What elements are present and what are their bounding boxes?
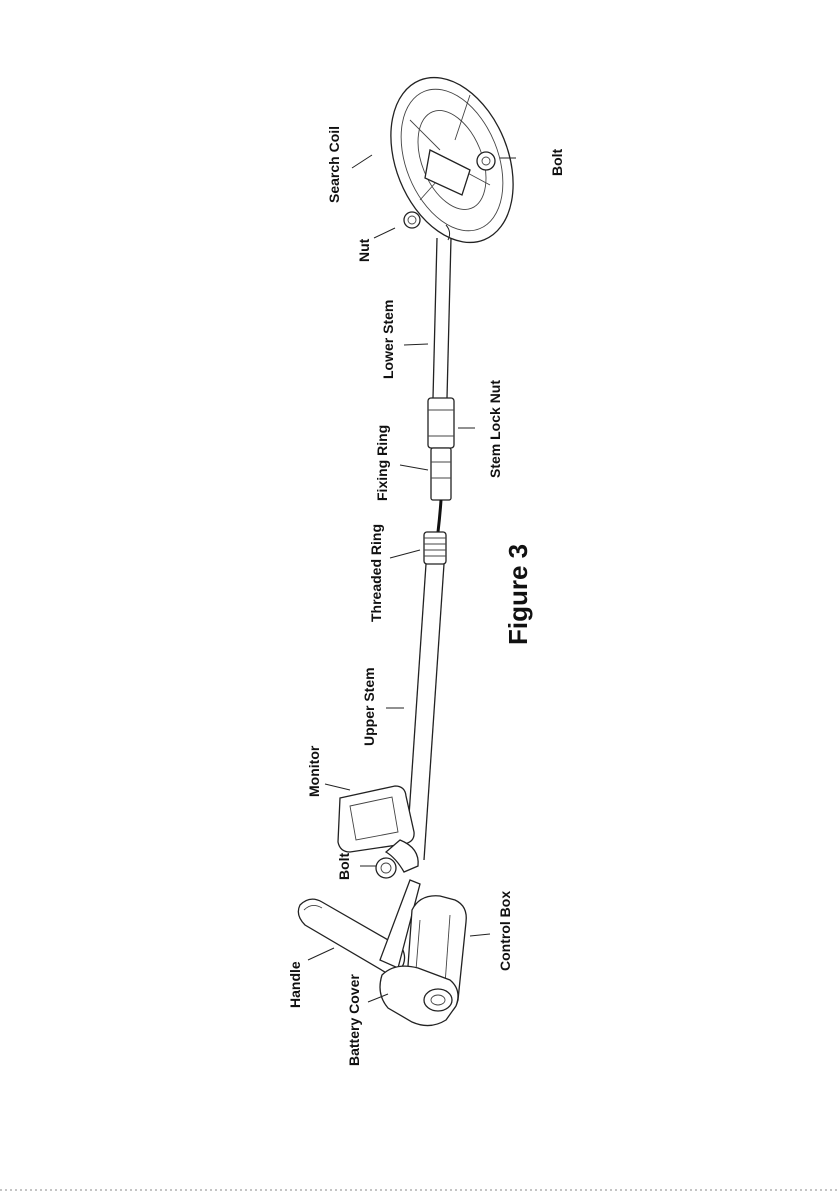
stem-cable: [438, 500, 441, 532]
upper-stem: [406, 564, 444, 860]
lower-stem: [433, 225, 451, 398]
label-threaded-ring: Threaded Ring: [368, 524, 384, 622]
label-search-coil: Search Coil: [326, 126, 342, 203]
label-lower-stem: Lower Stem: [380, 300, 396, 379]
stem-lock-nut: [428, 398, 454, 448]
label-bolt-monitor: Bolt: [336, 852, 352, 880]
monitor-bolt: [376, 858, 396, 878]
label-nut: Nut: [356, 238, 372, 262]
label-stem-lock-nut: Stem Lock Nut: [487, 380, 503, 478]
figure-title: Figure 3: [503, 544, 533, 645]
coil-bolt: [477, 152, 495, 170]
threaded-ring: [424, 532, 446, 564]
label-control-box: Control Box: [497, 891, 513, 971]
fixing-ring: [431, 448, 451, 500]
label-fixing-ring: Fixing Ring: [374, 425, 390, 501]
label-upper-stem: Upper Stem: [361, 667, 377, 746]
label-monitor: Monitor: [306, 745, 322, 797]
label-handle: Handle: [287, 961, 303, 1008]
coil-nut: [404, 212, 420, 228]
label-battery-cover: Battery Cover: [346, 974, 362, 1066]
label-bolt-coil: Bolt: [549, 148, 565, 176]
handle: [298, 880, 420, 975]
search-coil: [368, 59, 536, 260]
